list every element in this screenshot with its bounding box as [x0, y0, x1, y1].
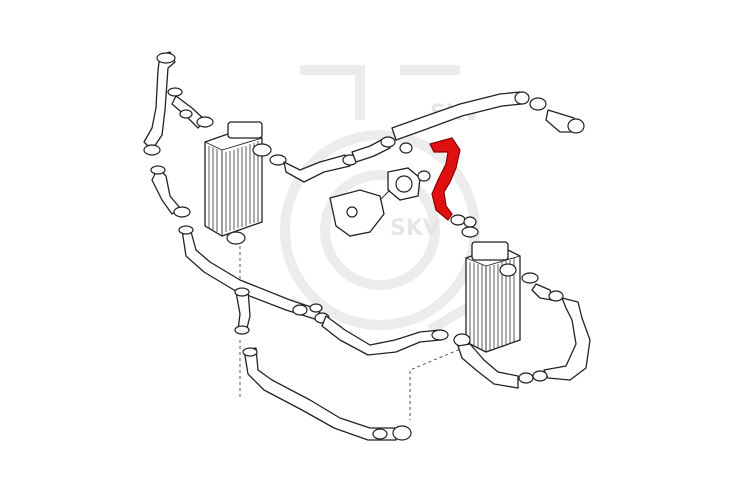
highlighted-hose [429, 137, 477, 228]
throttle-body [329, 167, 431, 237]
upper-middle-hose [269, 136, 396, 183]
watermark-text: SKV [390, 216, 440, 241]
left-lower-hose [150, 165, 449, 356]
small-connector [234, 287, 251, 335]
upper-left-hose [143, 51, 214, 156]
misc-clamps [179, 109, 413, 313]
intake-pipe [391, 91, 585, 141]
intercooler-right [453, 226, 521, 353]
right-hoses [457, 272, 591, 389]
red-hose-shape [429, 137, 461, 221]
intercooler-left [204, 121, 272, 245]
bottom-hose [242, 347, 412, 441]
